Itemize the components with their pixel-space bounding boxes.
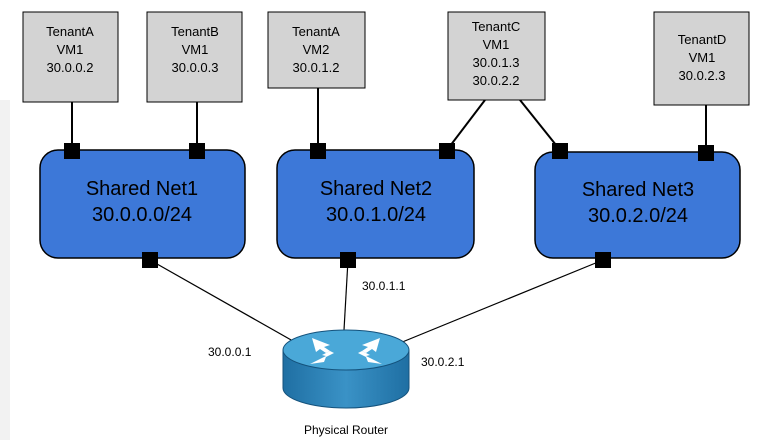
vm-name-label: VM1 — [483, 37, 510, 52]
gateway-ip-net2: 30.0.1.1 — [362, 279, 406, 293]
vm-ip-label: 30.0.0.2 — [47, 60, 94, 75]
network-name: Shared Net1 — [86, 178, 198, 200]
port-square — [340, 252, 356, 268]
router-links — [149, 259, 604, 346]
port-square — [552, 143, 568, 159]
port-square — [698, 145, 714, 161]
vm-name-label: VM1 — [57, 42, 84, 57]
vm-tenant-label: TenantB — [171, 24, 219, 39]
router-label: Physical Router — [304, 423, 388, 437]
port-square — [310, 143, 326, 159]
vm-tenant-label: TenantC — [472, 19, 520, 34]
link-net3-router — [394, 259, 604, 346]
vm-name-label: VM2 — [303, 42, 330, 57]
vm-name-label: VM1 — [689, 50, 716, 65]
vm-box-td-vm1: TenantD VM1 30.0.2.3 — [653, 11, 750, 106]
network-net2: Shared Net2 30.0.1.0/24 — [276, 149, 475, 259]
vm-ip-label: 30.0.2.2 — [473, 73, 520, 88]
router-icon: Physical Router — [282, 329, 410, 437]
vm-ip-label: 30.0.1.3 — [473, 55, 520, 70]
vm-tenant-label: TenantA — [46, 24, 94, 39]
vm-ip-label: 30.0.2.3 — [679, 68, 726, 83]
port-square — [439, 143, 455, 159]
vm-box-ta-vm1: TenantA VM1 30.0.0.2 — [22, 11, 119, 103]
network-net3: Shared Net3 30.0.2.0/24 — [534, 151, 741, 259]
network-cidr: 30.0.2.0/24 — [588, 205, 688, 227]
network-name: Shared Net3 — [582, 179, 694, 201]
network-cidr: 30.0.1.0/24 — [326, 204, 426, 226]
gateway-ip-net1: 30.0.0.1 — [208, 345, 252, 359]
link-net2-router — [343, 259, 349, 331]
vm-box-tb-vm1: TenantB VM1 30.0.0.3 — [146, 11, 243, 103]
vm-tenant-label: TenantA — [292, 24, 340, 39]
vm-box-tc-vm1: TenantC VM1 30.0.1.3 30.0.2.2 — [447, 11, 546, 101]
vm-tenant-label: TenantD — [678, 32, 726, 47]
vm-ip-label: 30.0.1.2 — [293, 60, 340, 75]
vm-ip-label: 30.0.0.3 — [172, 60, 219, 75]
port-square — [189, 143, 205, 159]
left-edge-strip — [0, 100, 10, 440]
gateway-ip-net3: 30.0.2.1 — [421, 355, 465, 369]
network-name: Shared Net2 — [320, 178, 432, 200]
link-tc-vm1-net2 — [446, 99, 486, 151]
port-square — [64, 143, 80, 159]
network-net1: Shared Net1 30.0.0.0/24 — [39, 149, 246, 259]
port-square — [142, 252, 158, 268]
link-net1-router — [149, 259, 301, 346]
vm-links — [71, 88, 707, 152]
link-tc-vm1-net3 — [519, 99, 561, 151]
network-cidr: 30.0.0.0/24 — [92, 204, 192, 226]
vm-name-label: VM1 — [182, 42, 209, 57]
vm-box-ta-vm2: TenantA VM2 30.0.1.2 — [267, 11, 366, 89]
port-square — [595, 252, 611, 268]
ports — [64, 143, 714, 268]
